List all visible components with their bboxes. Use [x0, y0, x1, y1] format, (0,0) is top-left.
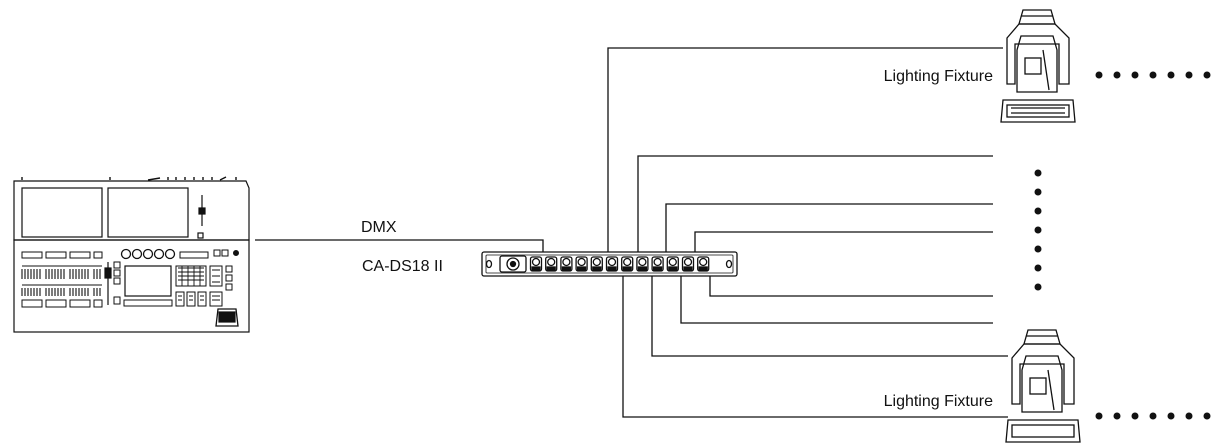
dmx-output-connector-icon: [636, 256, 649, 272]
dmx-output-line-7: [651, 276, 1008, 357]
dmx-output-connector-icon: [697, 256, 710, 272]
splitter-label: CA-DS18 II: [362, 258, 443, 275]
continuation-dots-bottom: [1095, 412, 1211, 420]
dmx-output-connector-icon: [545, 256, 558, 272]
dmx-output-connector-icon: [529, 256, 543, 272]
dmx-output-line-4: [694, 231, 993, 252]
dmx-output-line-1: [607, 47, 1003, 252]
dmx-label: DMX: [361, 219, 397, 236]
dmx-output-line-5: [709, 276, 993, 297]
dmx-output-connector-icon: [590, 256, 603, 272]
dmx-output-line-2: [637, 155, 993, 252]
dmx-output-line-6: [680, 276, 993, 324]
dmx-output-line-8: [622, 276, 1008, 418]
dmx-output-connector-icon: [575, 256, 588, 272]
dmx-splitter-rack-icon: [481, 251, 738, 277]
dmx-output-connector-icon: [651, 256, 664, 272]
dmx-output-line-3: [665, 203, 993, 252]
dmx-output-connector-icon: [666, 256, 679, 272]
fixture-top-label: Lighting Fixture: [884, 68, 993, 85]
continuation-dots-vertical: [1034, 169, 1042, 291]
fixture-bottom-label: Lighting Fixture: [884, 393, 993, 410]
moving-head-fixture-icon: [1000, 9, 1076, 123]
moving-head-fixture-icon: [1005, 329, 1081, 443]
dmx-output-connector-icon: [560, 256, 573, 272]
lighting-console-icon: [13, 176, 250, 333]
dmx-output-connector-icon: [681, 256, 695, 272]
continuation-dots-top: [1095, 71, 1211, 79]
dmx-output-connector-icon: [621, 256, 634, 272]
dmx-input-line: [255, 239, 544, 252]
connection-lines: [255, 47, 1008, 418]
dmx-output-connector-icon: [605, 256, 619, 272]
